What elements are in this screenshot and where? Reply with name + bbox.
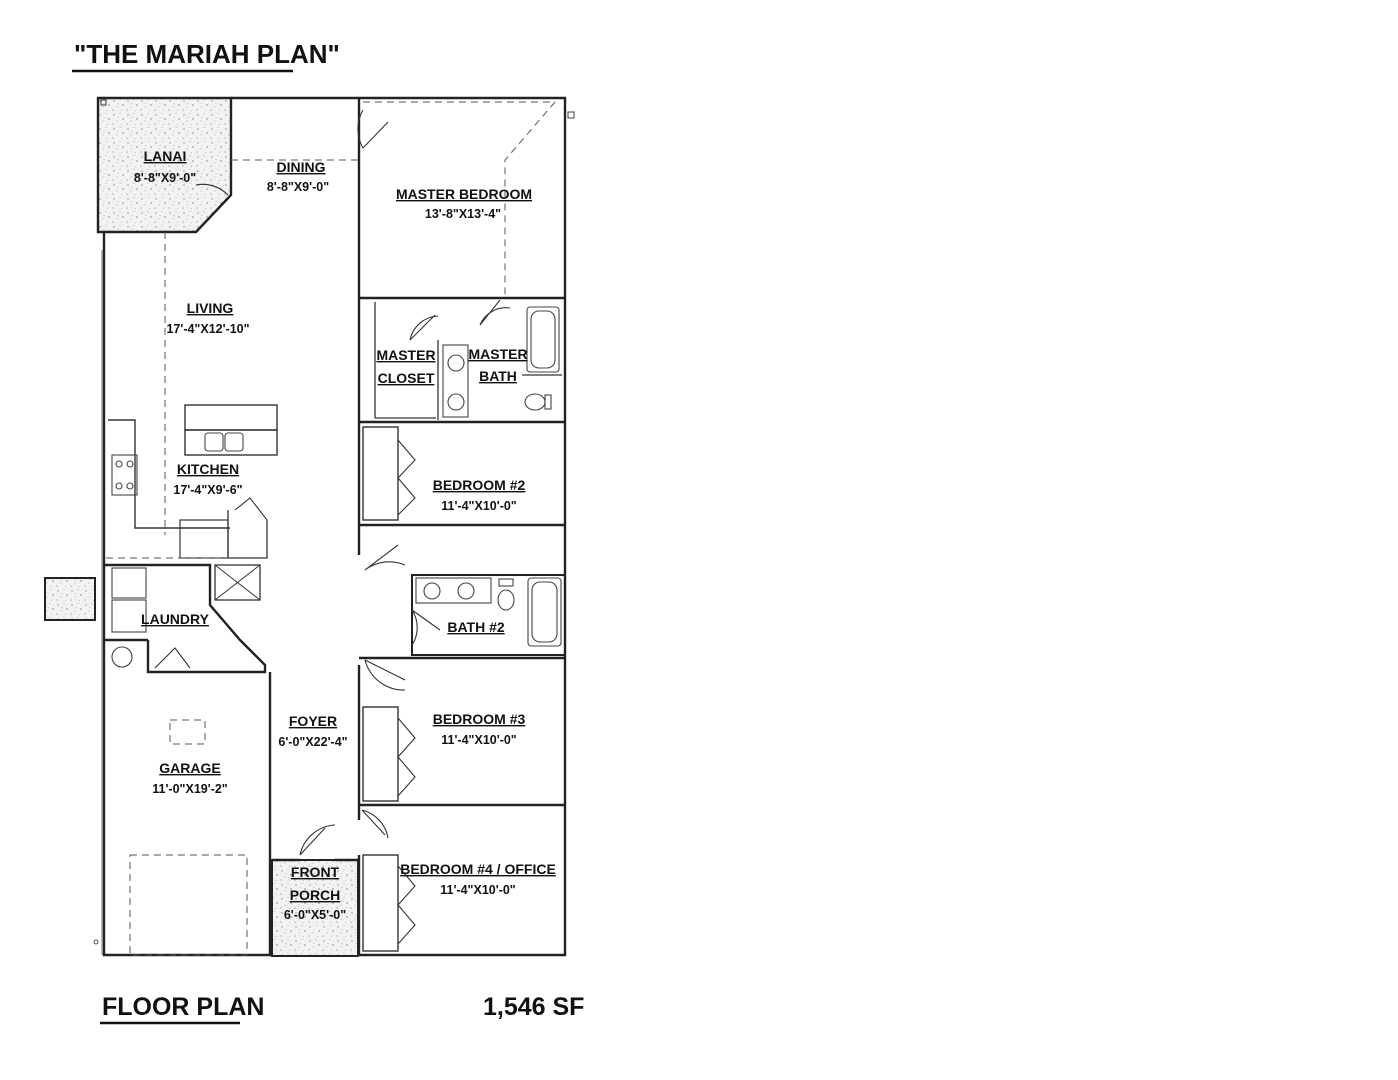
floor-plan-label: FLOOR PLAN: [102, 993, 265, 1021]
hose-bib-icon: [93, 939, 99, 945]
vanity-icon: [415, 577, 492, 604]
master-closet-label-2: CLOSET: [378, 370, 435, 386]
toilet-icon: [524, 393, 546, 411]
sink-icon: [447, 393, 465, 411]
pantry-door-icon: [234, 497, 268, 521]
front-porch-slab: [271, 859, 359, 957]
tub-basin-icon: [531, 581, 558, 643]
bifold-door-icon: [397, 717, 416, 797]
attic-access-icon: [169, 719, 206, 745]
toilet-icon: [497, 589, 515, 611]
kitchen-counter-run: [108, 419, 230, 529]
lanai-dims: 8'-8"X9'-0": [134, 171, 196, 185]
dining-label: DINING: [277, 159, 326, 175]
lanai-slab: [96, 96, 233, 234]
front-porch-label-2: PORCH: [290, 887, 341, 903]
laundry-label: LAUNDRY: [141, 611, 210, 627]
plan-title: "THE MARIAH PLAN": [74, 39, 340, 69]
burner-icon: [115, 460, 123, 468]
tub-basin-icon: [530, 310, 556, 369]
kitchen-island: [184, 404, 278, 431]
toilet-tank-icon: [498, 578, 514, 587]
living-label: LIVING: [187, 300, 234, 316]
water-heater-icon: [111, 646, 133, 668]
master-bedroom-dims: 13'-8"X13'-4": [425, 207, 501, 221]
refrigerator-icon: [179, 519, 229, 559]
kitchen-label: KITCHEN: [177, 461, 239, 477]
bedroom3-label: BEDROOM #3: [433, 711, 526, 727]
bedroom3-closet: [362, 706, 399, 802]
pantry-wall: [227, 510, 268, 559]
sink-icon: [423, 582, 441, 600]
vanity-icon: [442, 344, 469, 418]
bedroom4-dims: 11'-4"X10'-0": [440, 883, 516, 897]
master-bath-label: MASTER: [468, 346, 527, 362]
master-closet-label: MASTER: [376, 347, 435, 363]
living-dims: 17'-4"X12'-10": [166, 322, 249, 336]
bedroom3-door-swing: [364, 659, 406, 691]
bath2-tub-icon: [527, 577, 562, 647]
bedroom2-dims: 11'-4"X10'-0": [441, 499, 517, 513]
bath2-walls: [411, 574, 566, 656]
washer-icon: [111, 567, 147, 599]
bedroom2-door-swing: [364, 544, 406, 571]
laundry-wall: [104, 563, 267, 674]
dining-dims: 8'-8"X9'-0": [267, 180, 329, 194]
master-bedroom-label: MASTER BEDROOM: [396, 186, 532, 202]
foyer-dims: 6'-0"X22'-4": [278, 735, 347, 749]
bedroom3-dims: 11'-4"X10'-0": [441, 733, 517, 747]
corner-post-icon: [100, 99, 107, 106]
bifold-door-icon: [397, 865, 416, 945]
bifold-door-icon: [397, 439, 416, 516]
burner-icon: [115, 482, 123, 490]
exterior-wall-right: [231, 96, 567, 957]
master-door-swing: [357, 109, 389, 149]
bath2-door-swing: [411, 609, 441, 646]
sink-icon: [204, 432, 224, 452]
bedroom2-label: BEDROOM #2: [433, 477, 526, 493]
sink-icon: [224, 432, 244, 452]
foyer-label: FOYER: [289, 713, 337, 729]
bedroom4-label: BEDROOM #4 / OFFICE: [400, 861, 556, 877]
front-door-swing: [299, 824, 336, 856]
kitchen-counter: [184, 429, 278, 456]
toilet-tank-icon: [544, 394, 552, 410]
bath-door-swing: [479, 299, 511, 326]
master-tub-icon: [526, 306, 560, 373]
garage-dims: 11'-0"X19'-2": [152, 782, 228, 796]
mechanical-closet: [214, 564, 261, 601]
master-bath-label-2: BATH: [479, 368, 517, 384]
kitchen-dims: 17'-4"X9'-6": [173, 483, 242, 497]
ac-pad: [44, 577, 96, 621]
front-porch-dims: 6'-0"X5'-0": [284, 908, 346, 922]
sink-icon: [447, 354, 465, 372]
sink-icon: [457, 582, 475, 600]
square-footage: 1,546 SF: [483, 993, 584, 1021]
outlet-icon: [567, 111, 575, 119]
bedroom2-closet: [362, 426, 399, 521]
closet-door-swing: [409, 314, 439, 341]
lanai-door-swing: [195, 183, 229, 196]
exterior-wall-left: [102, 232, 272, 957]
bedroom4-door-swing: [361, 809, 389, 839]
burner-icon: [126, 460, 134, 468]
dryer-icon: [111, 599, 147, 633]
burner-icon: [126, 482, 134, 490]
mech-cross-line: [214, 564, 261, 601]
garage-door-outline: [129, 854, 248, 956]
bath2-label: BATH #2: [447, 619, 505, 635]
range-icon: [111, 454, 138, 496]
lanai-label: LANAI: [144, 148, 187, 164]
laundry-door-swing: [154, 647, 191, 669]
front-porch-label: FRONT: [291, 864, 340, 880]
garage-label: GARAGE: [159, 760, 220, 776]
bedroom4-closet: [362, 854, 399, 952]
